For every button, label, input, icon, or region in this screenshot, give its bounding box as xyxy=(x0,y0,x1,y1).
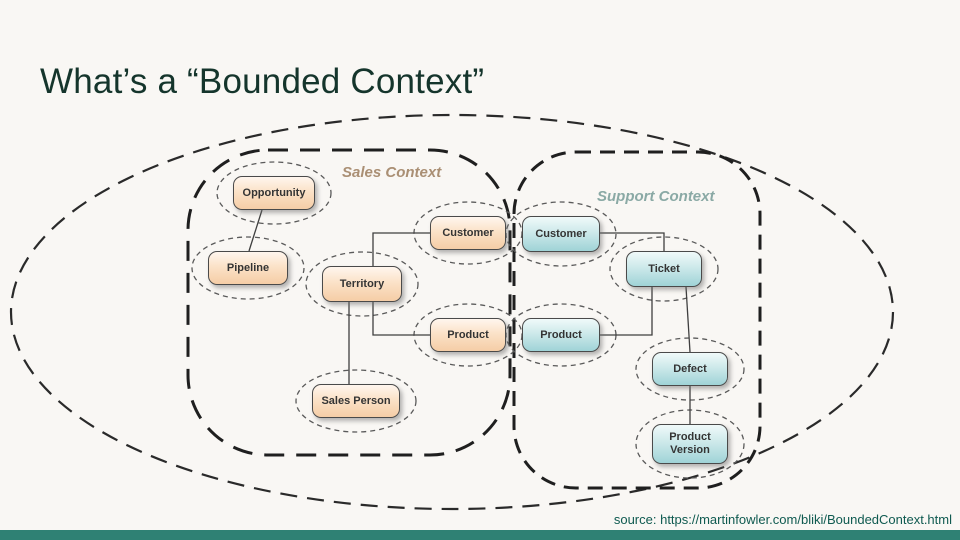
node-opportunity: Opportunity xyxy=(233,176,315,210)
node-customer-sales: Customer xyxy=(430,216,506,250)
node-product-version: Product Version xyxy=(652,424,728,464)
node-ticket: Ticket xyxy=(626,251,702,287)
source-link[interactable]: source: https://martinfowler.com/bliki/B… xyxy=(613,512,952,527)
slide-title: What’s a “Bounded Context” xyxy=(40,62,485,101)
sales-context-boundary xyxy=(186,148,512,457)
support-context-boundary xyxy=(512,150,762,490)
support-context-label: Support Context xyxy=(597,188,715,205)
node-pipeline: Pipeline xyxy=(208,251,288,285)
node-defect: Defect xyxy=(652,352,728,386)
node-product-sales: Product xyxy=(430,318,506,352)
outer-domain-ellipse xyxy=(9,113,895,511)
node-product-support: Product xyxy=(522,318,600,352)
sales-context-label: Sales Context xyxy=(342,164,442,181)
connection-lines xyxy=(248,209,691,424)
bottom-accent-bar xyxy=(0,530,960,540)
node-customer-support: Customer xyxy=(522,216,600,252)
node-sales-person: Sales Person xyxy=(312,384,400,418)
node-territory: Territory xyxy=(322,266,402,302)
